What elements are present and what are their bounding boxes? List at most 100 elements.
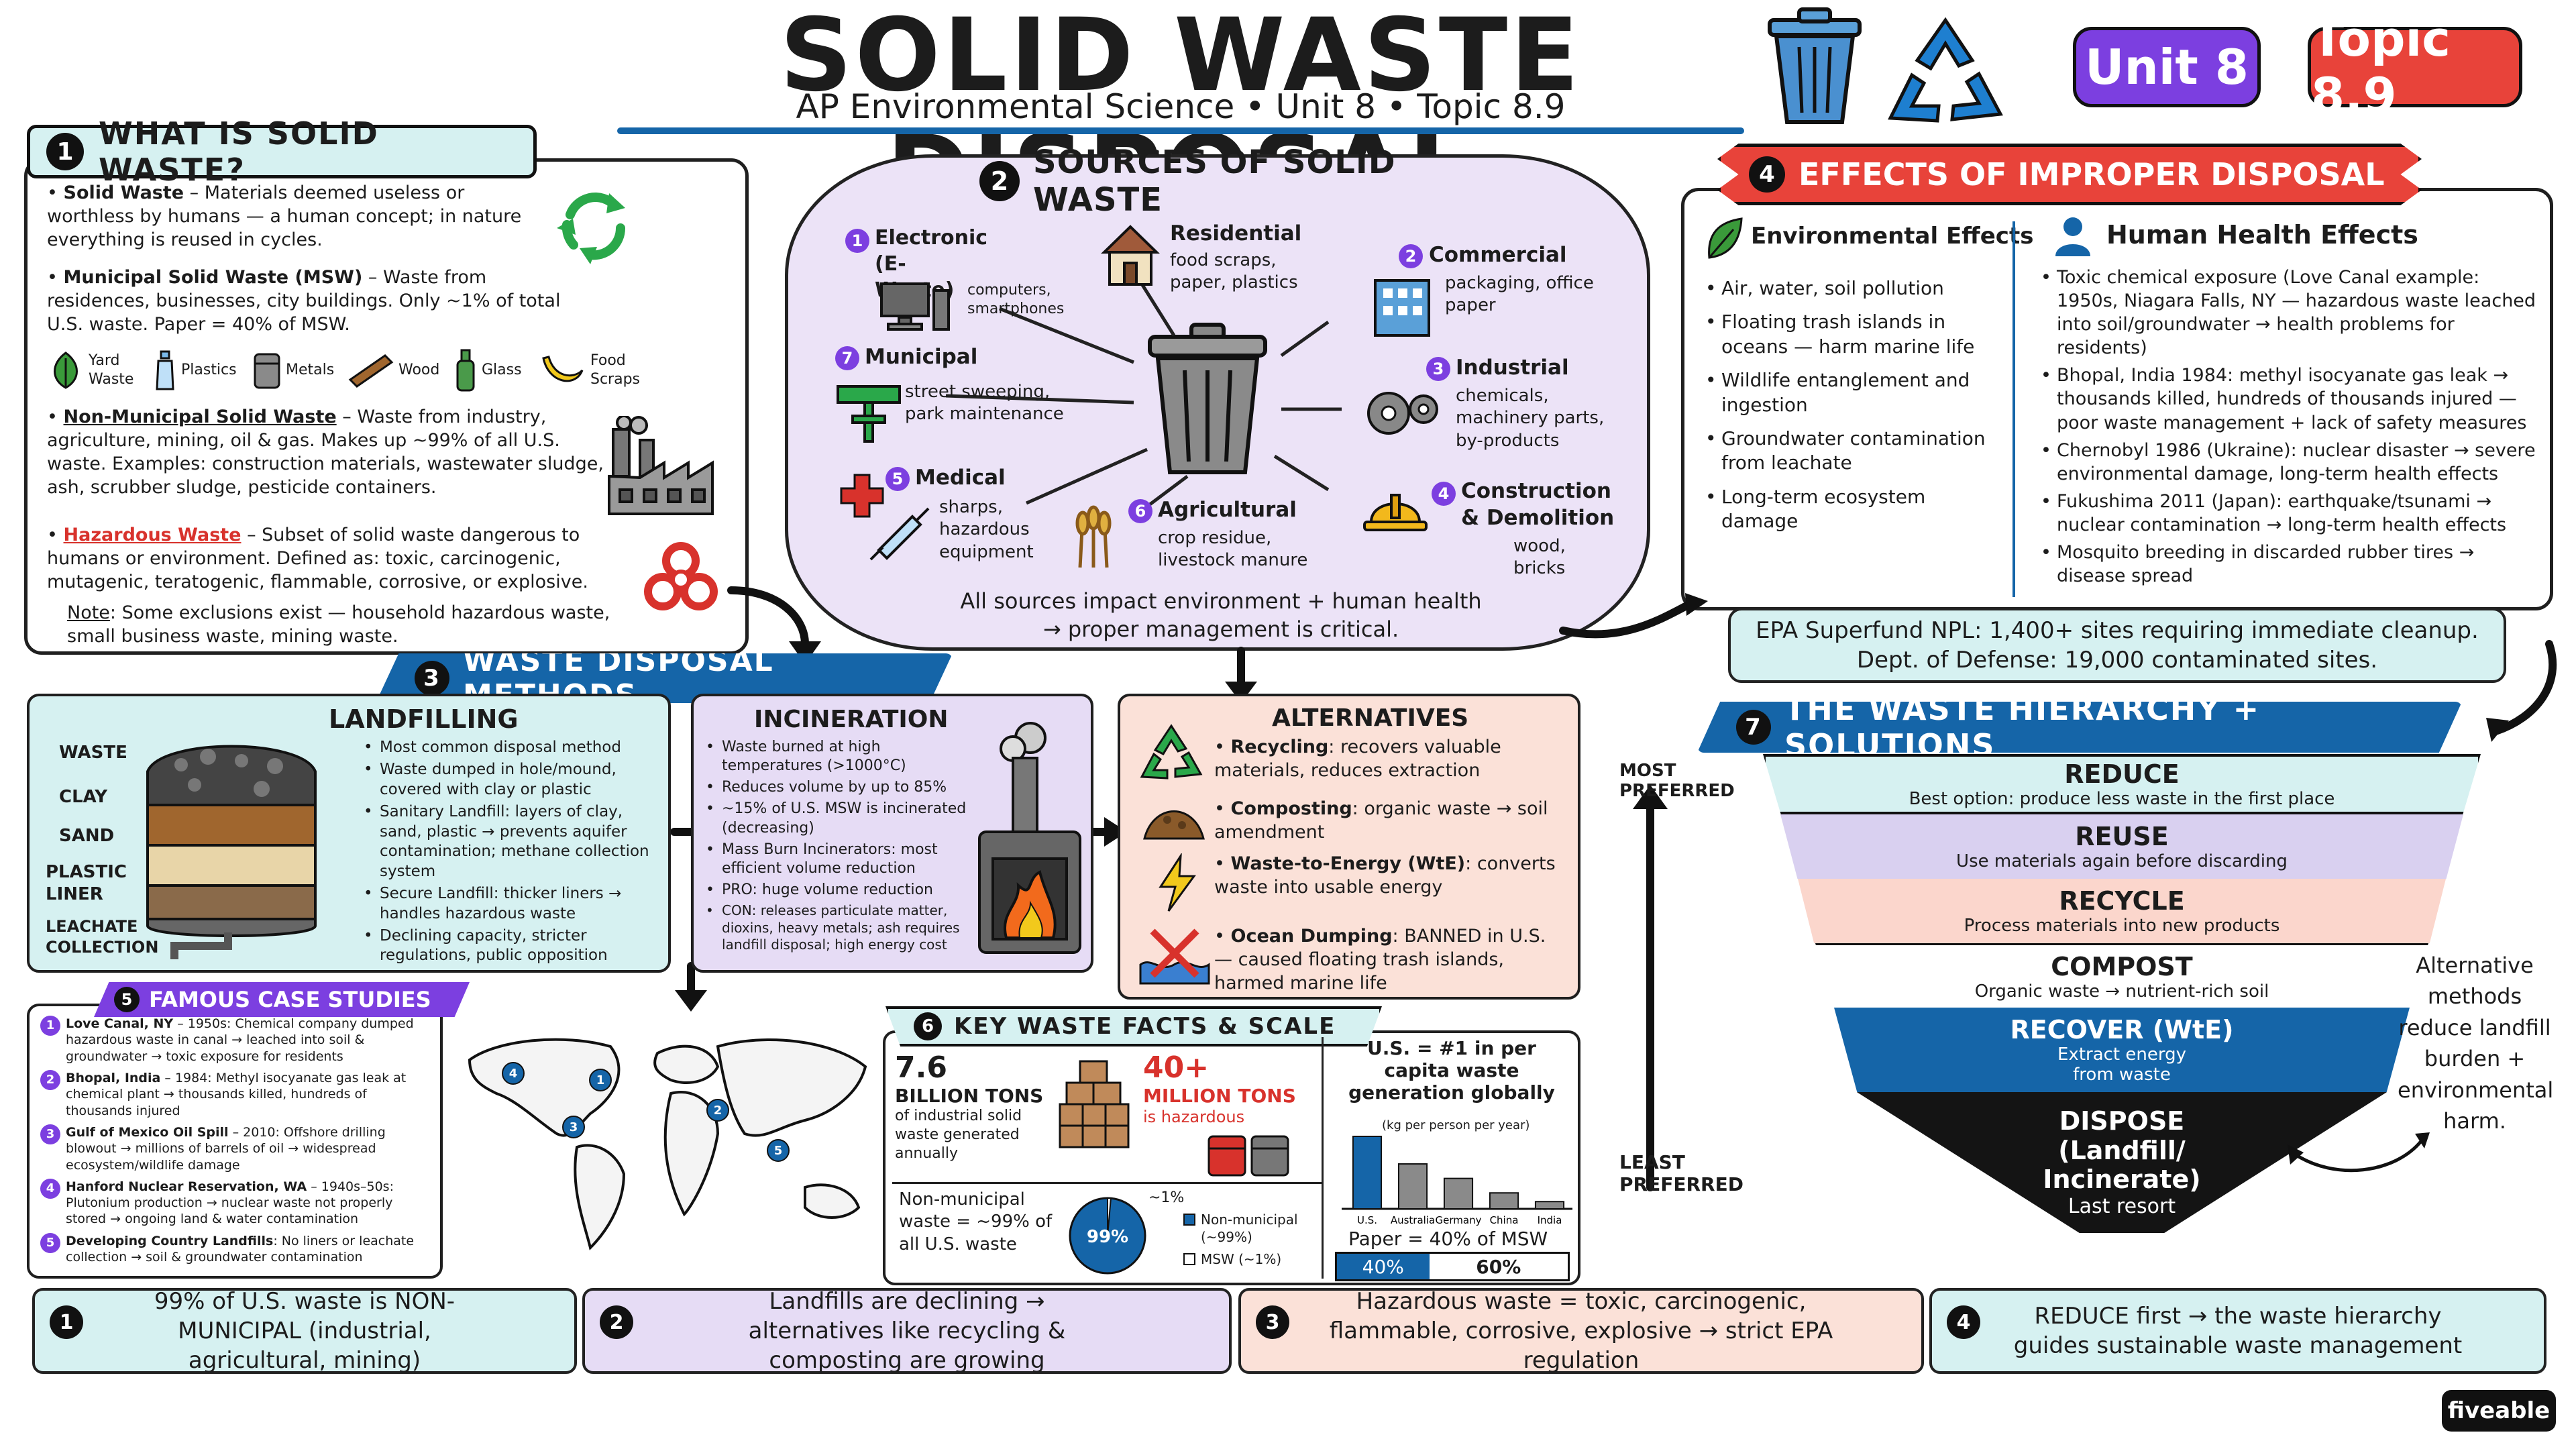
s6-header: 6 KEY WASTE FACTS & SCALE — [885, 1006, 1382, 1046]
epa-line-2: Dept. of Defense: 19,000 contaminated si… — [1856, 647, 2378, 674]
hierarchy-title: REDUCE — [2064, 759, 2180, 789]
takeaway-2: 2 Landfills are declining → alternatives… — [582, 1288, 1232, 1374]
pie-legend: Non-municipal (~99%) MSW (~1%) — [1183, 1212, 1311, 1269]
alternatives-panel — [1118, 694, 1580, 1000]
legend-nonmuni: Non-municipal (~99%) — [1201, 1212, 1298, 1245]
map-marker: 1 — [596, 1073, 605, 1087]
case-title: Hanford Nuclear Reservation, WA — [66, 1179, 307, 1194]
s2-header: 2 SOURCES OF SOLID WASTE — [979, 144, 1503, 219]
landfill-diagram — [134, 724, 329, 966]
map-marker: 4 — [509, 1067, 518, 1081]
fact2-desc: is hazardous — [1143, 1108, 1245, 1126]
bar-india — [1534, 1201, 1565, 1210]
incineration-bullets: Waste burned at high temperatures (>1000… — [704, 738, 973, 957]
landfill-bullets: Most common disposal method Waste dumped… — [362, 738, 664, 969]
s2-construction-desc: wood, bricks — [1513, 536, 1566, 579]
s2-electronic-num: 1 — [845, 229, 869, 253]
least-preferred: LEAST PREFERRED — [1619, 1151, 1743, 1195]
alt-recycling-term: Recycling — [1230, 737, 1329, 757]
s1-item-metals: Metals — [286, 361, 335, 378]
s6-title: KEY WASTE FACTS & SCALE — [954, 1013, 1336, 1040]
s1-msw-term: Municipal Solid Waste (MSW) — [63, 267, 363, 288]
bar-china — [1489, 1192, 1519, 1210]
gears-icon — [1362, 380, 1442, 449]
computer-icon — [879, 281, 953, 337]
alt-ocean-text: : BANNED in U.S. — caused floating trash… — [1214, 926, 1546, 994]
medical-cross-icon — [839, 472, 885, 522]
case-text: – 1940s–50s: Plutonium production → nucl… — [66, 1179, 394, 1227]
paper-bar: 40% 60% — [1335, 1252, 1570, 1281]
s4-env-title: Environmental Effects — [1751, 223, 2034, 250]
case-num: 1 — [40, 1016, 60, 1036]
recycle-arrows-icon — [550, 181, 637, 268]
hierarchy-desc: Process materials into new products — [1964, 916, 2280, 936]
s1-title: WHAT IS SOLID WASTE? — [99, 115, 379, 188]
alt-composting-term: Composting — [1230, 798, 1352, 819]
bar-tick-label: U.S. — [1357, 1214, 1377, 1226]
s1-haz-term: Hazardous Waste — [63, 525, 241, 545]
case-text: – 1984: Methyl isocyanate gas leak at ch… — [66, 1070, 407, 1118]
s7-number: 7 — [1736, 710, 1771, 745]
incineration-bullet: PRO: huge volume reduction — [704, 881, 973, 900]
s4-health-item: Fukushima 2011 (Japan): earthquake/tsuna… — [2039, 490, 2542, 537]
fact2-unit: MILLION TONS — [1143, 1085, 1296, 1107]
alt-recycling-text: : recovers valuable materials, reduces e… — [1214, 737, 1501, 782]
hierarchy-desc: Last resort — [2068, 1195, 2176, 1219]
case-text: – 1950s: Chemical company dumped hazardo… — [66, 1016, 414, 1064]
paper-label: Paper = 40% of MSW — [1348, 1228, 1548, 1250]
source-residential: Residential food scraps, paper, plastics — [1100, 216, 1322, 310]
s5-number: 5 — [114, 987, 140, 1012]
s1-item-food: Food Scraps — [590, 352, 641, 388]
s2-agricultural-title: Agricultural — [1158, 498, 1297, 522]
source-medical: 5 Medical sharps, hazardous equipment — [839, 463, 1080, 577]
page-subtitle: AP Environmental Science • Unit 8 • Topi… — [796, 87, 1566, 126]
s2-residential-title: Residential — [1170, 221, 1302, 246]
fiveable-logo: fiveable — [2442, 1390, 2556, 1432]
legend-swatch-msw — [1183, 1253, 1195, 1266]
hierarchy-reuse: REUSE Use materials again before discard… — [1780, 814, 2463, 879]
barrels-icon — [1205, 1131, 1292, 1181]
s1-sw-term: Solid Waste — [63, 182, 184, 203]
alt-wte: • Waste-to-Energy (WtE): converts waste … — [1214, 853, 1556, 898]
s2-construction-num: 4 — [1432, 482, 1456, 506]
s4-env-item: Groundwater contamination from leachate — [1704, 427, 1999, 476]
incinerator-icon — [966, 718, 1087, 959]
bar-tick-label: Australia — [1391, 1214, 1435, 1226]
s2-commercial-desc: packaging, office paper — [1445, 273, 1594, 316]
case-text: – 2010: Offshore drilling blowout → mill… — [66, 1124, 386, 1173]
hierarchy-recover: RECOVER (WtE) Extract energy from waste — [1834, 1008, 2410, 1092]
s6-divider — [892, 1182, 1322, 1184]
hierarchy-title: RECOVER (WtE) — [2010, 1015, 2234, 1044]
legend-msw: MSW (~1%) — [1201, 1251, 1282, 1268]
alt-ocean: • Ocean Dumping: BANNED in U.S. — caused… — [1214, 926, 1546, 994]
hierarchy-desc: Best option: produce less waste in the f… — [1909, 789, 2335, 809]
s2-industrial-desc: chemicals, machinery parts, by-products — [1456, 386, 1605, 451]
source-industrial: 3 Industrial chemicals, machinery parts,… — [1355, 353, 1623, 474]
incineration-bullet: Waste burned at high temperatures (>1000… — [704, 738, 973, 775]
landfill-bullet: Waste dumped in hole/mound, covered with… — [362, 760, 664, 800]
fact2-big: 40+ — [1143, 1051, 1210, 1085]
alternatives-title: ALTERNATIVES — [1272, 704, 1469, 732]
leaf-env-icon — [1704, 216, 1744, 266]
takeaway-3: 3 Hazardous waste = toxic, carcinogenic,… — [1238, 1288, 1924, 1374]
hierarchy-desc: Use materials again before discarding — [1956, 851, 2288, 871]
street-sign-icon — [835, 382, 902, 445]
s1-nmsw-text: – Waste from industry, agriculture, mini… — [47, 407, 604, 498]
takeaway-num: 3 — [1256, 1305, 1289, 1339]
world-map: 1 2 3 4 5 — [456, 1013, 885, 1268]
s1-msw-text: – Waste from residences, businesses, cit… — [47, 267, 561, 335]
bar-germany — [1443, 1177, 1474, 1210]
s4-health-item: Bhopal, India 1984: methyl isocyanate ga… — [2039, 364, 2542, 434]
bar-unit: (kg per person per year) — [1382, 1118, 1530, 1132]
s4-health-list: Toxic chemical exposure (Love Canal exam… — [2039, 266, 2542, 592]
s5-title: FAMOUS CASE STUDIES — [149, 987, 431, 1012]
syringe-icon — [865, 503, 932, 566]
s4-health-item: Mosquito breeding in discarded rubber ti… — [2039, 541, 2542, 588]
recycle-icon — [1878, 13, 2012, 134]
landfill-bullet: Secure Landfill: thicker liners → handle… — [362, 884, 664, 924]
us-rank: U.S. = #1 in per capita waste generation… — [1348, 1037, 1555, 1104]
